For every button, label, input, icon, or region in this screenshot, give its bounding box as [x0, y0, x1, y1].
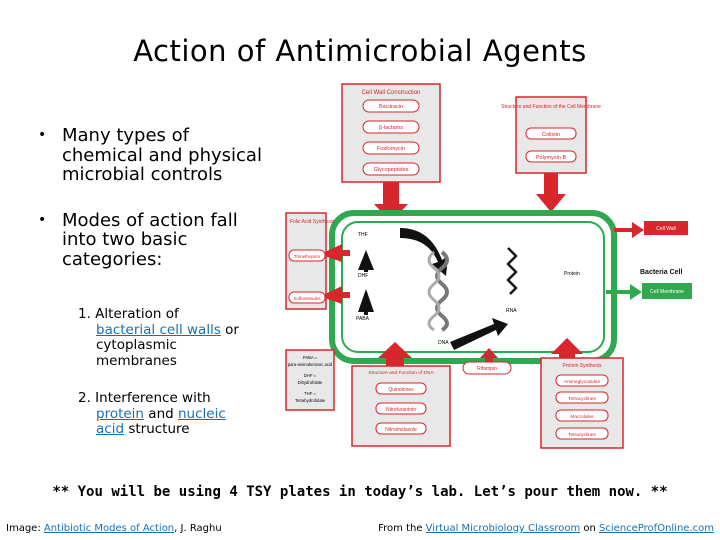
bullet-icon: •: [38, 211, 47, 228]
panel-title: Protein Synthesis: [563, 363, 602, 369]
credit-text: From the: [378, 523, 423, 534]
legend-text: Dihydrofolate: [298, 380, 323, 385]
thf-label: THF: [358, 232, 368, 238]
up-arrow-icon: [378, 342, 412, 366]
right-arrow-icon: [325, 286, 350, 304]
bullet-item: • Many types of chemical and physical mi…: [38, 126, 268, 185]
dna-label: DNA: [438, 340, 449, 346]
antibiotic-modes-diagram: Cell Wall Construction Bacitracin β-lact…: [285, 83, 692, 449]
cell-membrane-panel: Structure and Function of the Cell Membr…: [501, 96, 601, 174]
drug-label: Macrolides: [570, 414, 594, 420]
source-credit: From the Virtual Microbiology Classroom …: [378, 523, 714, 534]
cell-walls-link[interactable]: bacterial cell walls: [96, 321, 221, 338]
legend-text: Tetrahydrofolate: [295, 398, 326, 403]
sub-item-2: 2. Interference with protein and nucleic…: [78, 390, 268, 438]
panel-title: Structure and Function of DNA: [368, 370, 434, 376]
credit-text: on: [583, 523, 596, 534]
bullet-text: Many types of chemical and physical micr…: [62, 125, 262, 185]
up-arrow-icon: [358, 289, 374, 315]
sub-item-text: membranes: [96, 352, 177, 369]
cell-wall-tag: [644, 221, 688, 235]
cell-wall-panel: Cell Wall Construction Bacitracin β-lact…: [341, 83, 441, 183]
rifampin-badge: [462, 361, 512, 375]
bullet-list: • Many types of chemical and physical mi…: [38, 126, 268, 295]
dna-panel: Structure and Function of DNA Quinolones…: [351, 365, 451, 447]
tag-label: Cell Wall: [656, 226, 676, 232]
drug-label: Trimethoprim: [294, 254, 321, 259]
drug-label: Tetracyclines: [568, 432, 596, 438]
diagonal-arrow-icon: [450, 318, 508, 350]
panel-title: Folic Acid Synthesis: [290, 219, 335, 225]
credit-text: Image:: [6, 523, 41, 534]
cell-membrane-tag: [642, 283, 692, 299]
legend-text: THF =: [304, 391, 316, 396]
drug-label: Fosfomycin: [377, 146, 405, 152]
bacteria-cell-membrane: [341, 221, 605, 353]
drug-label: Rifampin: [477, 366, 497, 372]
sub-item-text: or: [225, 321, 239, 338]
sub-item-text: cytoplasmic: [96, 337, 177, 353]
drug-label: Quinolones: [388, 387, 414, 393]
drug-label: Nitroimidazole: [385, 427, 417, 433]
protein-label: Protein: [564, 271, 580, 277]
drug-label: Tetracyclines: [568, 396, 596, 402]
drug-label: Nitrofurantoin: [386, 407, 416, 413]
dna-helix-icon: [435, 250, 449, 332]
drug-label: Sulfonamides: [293, 296, 321, 301]
panel-title: Cell Wall Construction: [362, 90, 421, 96]
folic-acid-panel: Folic Acid Synthesis Trimethoprim Sulfon…: [285, 212, 335, 310]
credit-text: , J. Raghu: [174, 523, 222, 534]
curved-arrow-icon: [400, 228, 448, 276]
pointer-arrow-icon: [606, 284, 642, 300]
sub-item-text: 1. Alteration of: [78, 306, 179, 322]
bullet-item: • Modes of action fall into two basic ca…: [38, 209, 268, 270]
drug-label: Bacitracin: [379, 104, 403, 110]
acid-link[interactable]: acid: [96, 421, 125, 437]
image-source-link[interactable]: Antibiotic Modes of Action: [43, 523, 175, 534]
sub-item-text: structure: [128, 421, 190, 437]
slide-title: Action of Antimicrobial Agents: [133, 34, 587, 68]
down-arrow-icon: [536, 173, 566, 212]
rna-label: RNA: [506, 308, 517, 314]
lab-note: ** You will be using 4 TSY plates in tod…: [52, 484, 668, 500]
up-arrow-icon: [551, 338, 583, 362]
abbreviation-legend: PABA = para-aminobenzoic acid DHF = Dihy…: [285, 349, 335, 411]
legend-text: DHF =: [304, 373, 317, 378]
legend-text: PABA =: [303, 355, 318, 360]
dna-helix-icon: [427, 250, 441, 332]
protein-link[interactable]: protein: [96, 405, 144, 422]
up-arrow-icon: [480, 348, 498, 368]
rna-icon: [506, 247, 518, 295]
drug-label: Glycopeptides: [374, 167, 409, 173]
drug-label: Aminoglycosides: [564, 379, 601, 385]
dhf-label: DHF: [358, 273, 368, 279]
protein-synthesis-panel: Protein Synthesis Aminoglycosides Tetrac…: [540, 357, 624, 449]
paba-label: PABA: [356, 316, 370, 322]
virtual-classroom-link[interactable]: Virtual Microbiology Classroom: [425, 523, 581, 534]
image-credit: Image: Antibiotic Modes of Action, J. Ra…: [6, 523, 222, 534]
pointer-arrow-icon: [614, 222, 644, 238]
up-arrow-icon: [358, 250, 374, 272]
drug-label: Polymyxin B: [536, 155, 567, 161]
bullet-icon: •: [38, 127, 47, 143]
legend-text: para-aminobenzoic acid: [288, 362, 333, 367]
nucleic-link[interactable]: nucleic: [178, 405, 226, 422]
bullet-text: Modes of action fall into two basic cate…: [62, 209, 238, 270]
drug-label: Colistin: [542, 132, 560, 138]
tag-label: Cell Membrane: [650, 289, 684, 295]
sub-item-text: and: [148, 405, 174, 422]
right-arrow-icon: [325, 244, 350, 262]
sub-item-1: 1. Alteration of bacterial cell walls or…: [78, 306, 268, 369]
bacteria-cell-label: Bacteria Cell: [640, 269, 682, 276]
sub-item-text: 2. Interference with: [78, 390, 211, 406]
drug-label: β-lactams: [379, 125, 403, 131]
scienceprofonline-link[interactable]: ScienceProfOnline.com: [599, 523, 714, 534]
panel-title: Structure and Function of the Cell Membr…: [501, 104, 601, 110]
